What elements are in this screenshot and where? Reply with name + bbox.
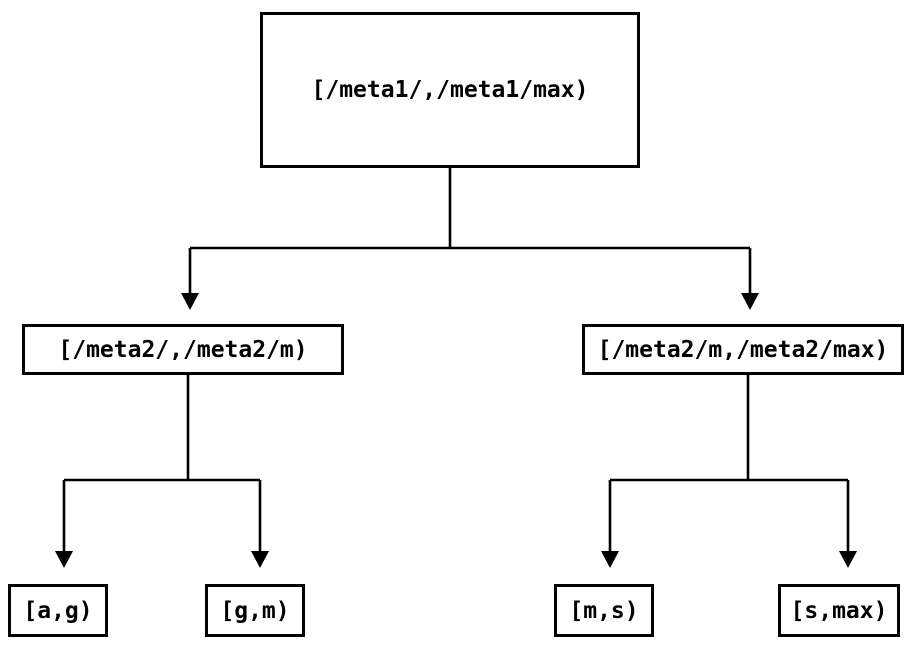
arrow-down-icon (839, 551, 857, 568)
node-leaf-g-m: [g,m) (205, 584, 305, 637)
arrow-down-icon (601, 551, 619, 568)
arrow-down-icon (251, 551, 269, 568)
node-leaf-s-max: [s,max) (778, 584, 900, 637)
node-leaf-a-g: [a,g) (8, 584, 108, 637)
node-left-range: [/meta2/,/meta2/m) (22, 324, 344, 375)
node-root-range: [/meta1/,/meta1/max) (260, 12, 640, 168)
node-right-range: [/meta2/m,/meta2/max) (582, 324, 904, 375)
node-leaf-m-s: [m,s) (554, 584, 654, 637)
arrow-down-icon (181, 293, 199, 310)
arrow-down-icon (55, 551, 73, 568)
arrow-down-icon (741, 293, 759, 310)
